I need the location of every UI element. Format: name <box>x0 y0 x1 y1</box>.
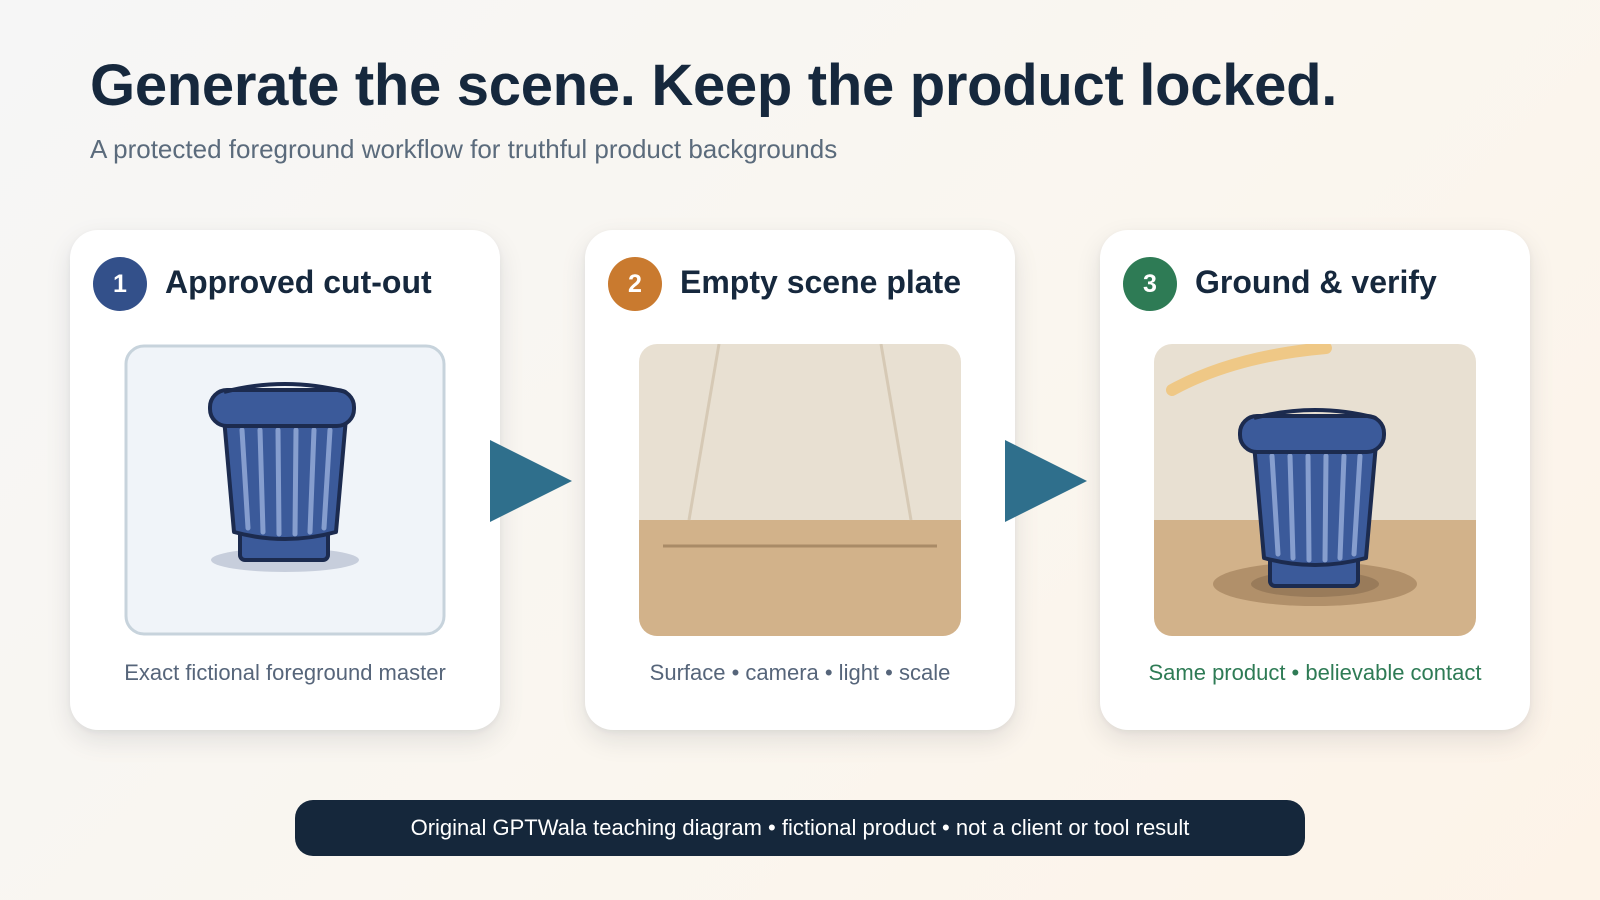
light-streak <box>1166 344 1332 396</box>
step-title: Approved cut-out <box>165 264 432 300</box>
scene-wall <box>639 344 961 520</box>
trash-can-icon <box>208 382 356 562</box>
step-caption: Exact fictional foreground master <box>124 660 446 685</box>
step-card-approved-cutout: 1 Approved cut-out Exact fictional foreg… <box>70 230 500 730</box>
flow-arrow-icon <box>1005 440 1087 522</box>
flow-arrow-icon <box>490 440 572 522</box>
step-caption: Surface • camera • light • scale <box>649 660 951 685</box>
page-title: Generate the scene. Keep the product loc… <box>90 53 1338 118</box>
composite-illustration <box>1154 344 1476 636</box>
step-badge: 2 <box>608 257 662 311</box>
step-title: Empty scene plate <box>680 264 961 300</box>
scene-floor <box>639 520 961 636</box>
step-title: Ground & verify <box>1195 264 1437 300</box>
cutout-illustration <box>124 344 446 636</box>
step-card-ground-verify: 3 Ground & verify Same <box>1100 230 1530 730</box>
scene-plate-icon <box>639 344 961 636</box>
page-subtitle: A protected foreground workflow for trut… <box>90 134 838 164</box>
trash-can-icon <box>1238 408 1386 588</box>
step-badge: 1 <box>93 257 147 311</box>
step-card-empty-scene-plate: 2 Empty scene plate Surface • camera • l… <box>585 230 1015 730</box>
footer-banner: Original GPTWala teaching diagram • fict… <box>295 800 1305 856</box>
step-badge: 3 <box>1123 257 1177 311</box>
footer-text: Original GPTWala teaching diagram • fict… <box>410 815 1190 840</box>
step-caption: Same product • believable contact <box>1148 660 1482 685</box>
